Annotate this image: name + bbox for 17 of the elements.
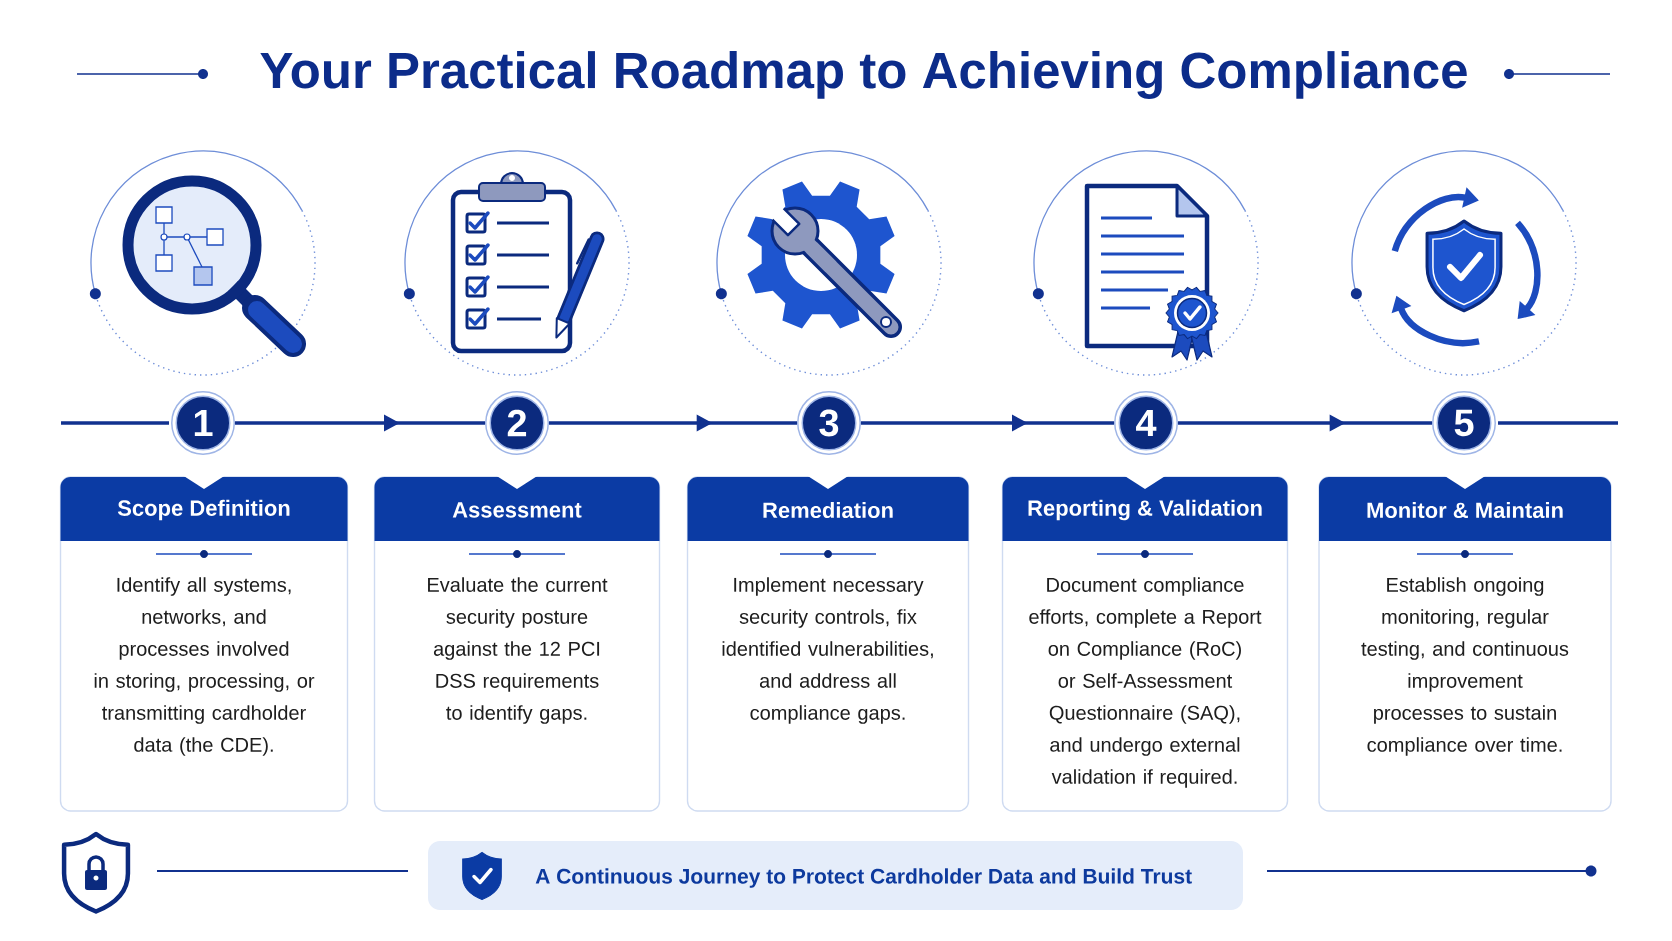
card-text: Identify all systems, networks, and processes involved in storing, processing, or transmitting cardholder data (the CDE).: [94, 577, 315, 756]
card-header: Scope Definition: [60, 475, 348, 541]
step-card: [1001, 475, 1289, 812]
step-card: [373, 475, 661, 812]
card-text: Implement necessary security controls, fix identified vulnerabilities, and address all compliance gaps.: [722, 577, 933, 724]
card-text: Evaluate the current security posture against the 12 PCI DSS requirements to identify gaps.: [428, 577, 608, 724]
title: Your Practical Roadmap to Achieving Compliance: [260, 51, 1467, 99]
step-card: [686, 475, 970, 812]
card-header: Reporting & Validation: [1002, 475, 1288, 541]
banner: A Continuous Journey to Protect Cardholder Data and Build Trust: [428, 841, 1243, 910]
card-header: Assessment: [374, 475, 660, 541]
step-card: [59, 475, 349, 812]
card-header: Monitor & Maintain: [1319, 475, 1611, 541]
card-text: Establish ongoing monitoring, regular testing, and continuous improvement processes to sustain compliance over time.: [1361, 577, 1569, 756]
step-card: [1318, 475, 1612, 812]
card-text: Document compliance efforts, complete a Report on Compliance (RoC) or Self-Assessment Questionnaire (SAQ), and undergo external validation if required.: [1029, 577, 1262, 788]
card-header: Remediation: [687, 475, 969, 541]
